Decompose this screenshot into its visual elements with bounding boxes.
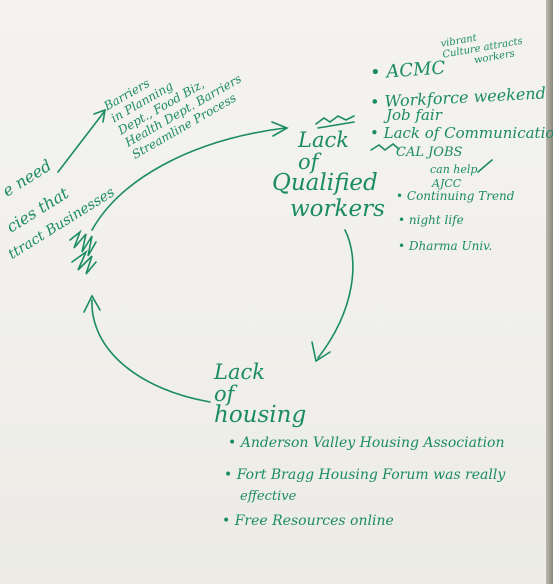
arrowhead-left [83, 294, 101, 313]
qualified-lack: Lack [298, 128, 349, 152]
arrowhead-barriers [93, 108, 107, 123]
qualified-workers: workers [290, 196, 385, 222]
jobfair-item: Job fair [386, 106, 442, 124]
arrowhead-qualified [271, 121, 289, 137]
scribble-caljobs [370, 142, 400, 152]
arrow-to-barriers [57, 111, 105, 173]
arrow-cal-jobs [477, 159, 493, 173]
arrow-to-left [91, 299, 211, 403]
dharma-univ: • Dharma Univ. [398, 239, 493, 253]
housing-of: of [214, 382, 235, 406]
arrow-to-qualified-workers [91, 127, 286, 231]
scribble-top [315, 115, 355, 129]
housing-item-anderson: • Anderson Valley Housing Association [228, 435, 505, 451]
housing-item-fortbragg: • Fort Bragg Housing Forum was really [224, 467, 506, 483]
night-life: • night life [398, 213, 464, 227]
acmc-item: • ACMC [369, 57, 446, 84]
lack-communication-item: • Lack of Communicatio [370, 124, 553, 142]
can-help: can help [430, 163, 478, 176]
housing-item-effective: effective [240, 489, 297, 504]
qualified-qualified: Qualified [272, 170, 378, 196]
arrow-to-housing [317, 229, 354, 359]
housing-housing: housing [214, 402, 307, 428]
qualified-of: of [298, 150, 319, 174]
arrowhead-housing [311, 341, 331, 363]
cal-jobs: CAL JOBS [396, 145, 463, 160]
scribble-left [69, 229, 97, 275]
wall-edge [546, 0, 553, 584]
housing-item-free-resources: • Free Resources online [222, 513, 394, 529]
ajcc: AJCC [432, 177, 462, 190]
continuing-trend: • Continuing Trend [396, 189, 515, 203]
housing-lack: Lack [214, 360, 265, 384]
